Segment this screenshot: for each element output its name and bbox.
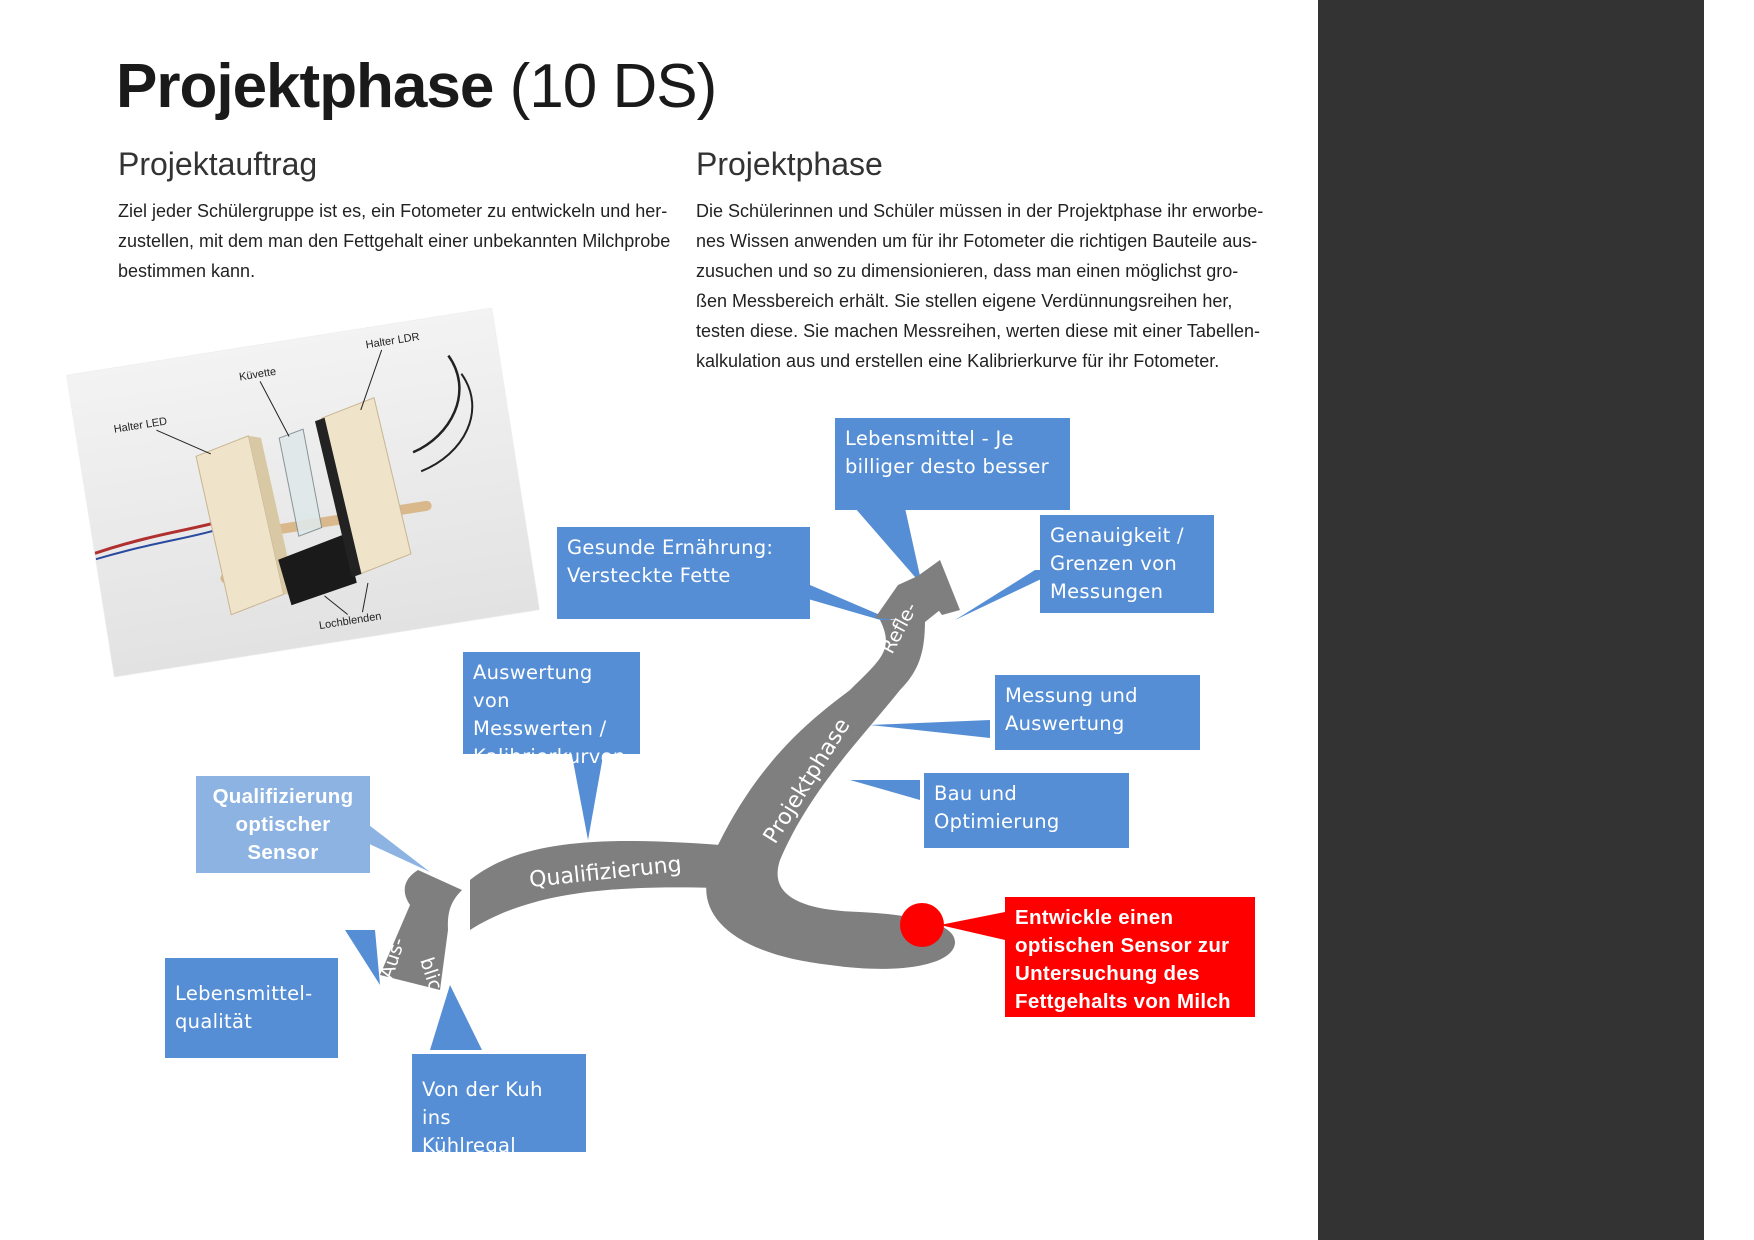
label-kuevette: Küvette <box>238 366 277 384</box>
callout-qualifizierung-sensor: Qualifizierung optischer Sensor <box>196 776 370 873</box>
callout-genauigkeit: Genauigkeit / Grenzen von Messungen <box>1040 515 1214 613</box>
page-margin-sidebar <box>1318 0 1704 1240</box>
heading-projektauftrag: Projektauftrag <box>118 146 318 182</box>
callout-bau-optimierung: Bau und Optimierung <box>924 773 1129 848</box>
photometer-illustration: Halter LED Küvette Halter LDR Lochblende… <box>94 331 474 632</box>
path-shape <box>380 560 960 990</box>
path-label-reflexion-1: Refle- <box>877 599 922 658</box>
paragraph-projektauftrag: Ziel jeder Schülergruppe ist es, ein Fot… <box>118 201 671 281</box>
callout-kuh-kuehlregal: Von der Kuh ins Kühlregal <box>412 1054 586 1157</box>
path-label-ausblick-1: Aus- <box>376 935 410 982</box>
callout-entwickle-sensor: Entwickle einen optischen Sensor zur Unt… <box>1005 897 1255 1017</box>
callout-lebensmittelqualitaet: Lebensmittel- qualität <box>165 958 338 1058</box>
callout-gesunde-ernaehrung: Gesunde Ernährung: Versteckte Fette <box>557 527 810 619</box>
path-label-projektphase: Projektphase <box>759 714 856 848</box>
heading-projektphase: Projektphase <box>696 146 883 182</box>
paragraph-projektphase: Die Schülerinnen und Schüler müssen in d… <box>696 201 1264 371</box>
callout-lebensmittel-billig: Lebensmittel - Je billiger desto besser <box>835 418 1070 510</box>
photometer-photo: Halter LED Küvette Halter LDR Lochblende… <box>66 308 540 677</box>
label-lochblenden: Lochblenden <box>318 610 382 632</box>
path-label-ausblick-2: blick <box>415 955 450 1004</box>
path-label-qualifizierung: Qualifizierung <box>528 852 683 893</box>
path-label-reflexion-2: xion <box>924 657 962 703</box>
page-title: Projektphase (10 DS) <box>116 52 717 121</box>
label-halter-led: Halter LED <box>113 415 168 435</box>
label-halter-ldr: Halter LDR <box>365 331 421 351</box>
callout-tail-qualifizierung <box>365 822 430 872</box>
callout-messung-auswertung: Messung und Auswertung <box>995 675 1200 750</box>
callout-auswertung-messwerte: Auswertung von Messwerten / Kalibrierkur… <box>463 652 640 768</box>
callout-tail-entwickle <box>940 912 1005 940</box>
start-dot <box>900 903 944 947</box>
